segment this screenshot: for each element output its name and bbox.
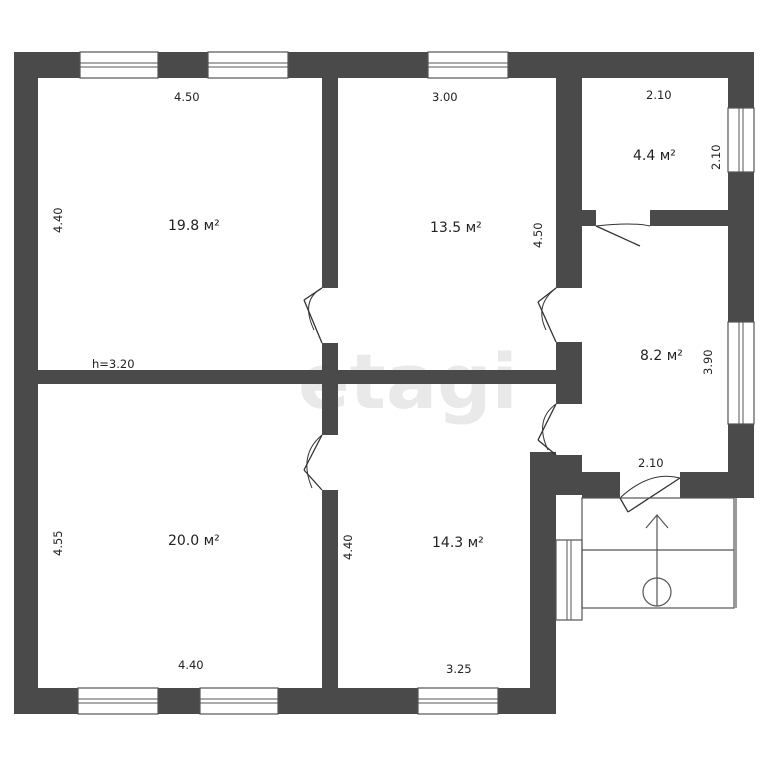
entrance-porch	[581, 497, 737, 609]
door-arc-room2	[541, 287, 557, 331]
window-bottom-3	[417, 687, 499, 715]
window-right-2	[727, 321, 755, 425]
room5-height: 4.55	[51, 530, 65, 556]
room4-area: 8.2 м²	[640, 348, 683, 364]
wall-wc-bottom	[650, 210, 728, 226]
wall-horizontal	[38, 370, 556, 384]
room1-height: 4.40	[51, 207, 65, 233]
room1-width: 4.50	[174, 90, 200, 104]
window-top-1	[79, 51, 159, 79]
wall-right-lower	[530, 452, 556, 714]
room-labels: 4.50 4.40 19.8 м² h=3.20 3.00 4.50 13.5 …	[51, 88, 723, 676]
room3-height: 2.10	[709, 144, 723, 170]
room6-height: 4.40	[341, 534, 355, 560]
window-bottom-1	[77, 687, 159, 715]
window-right-1	[727, 107, 755, 173]
room1-area: 19.8 м²	[168, 218, 220, 234]
wall-wc-stub-left	[582, 210, 596, 226]
room6-area: 14.3 м²	[432, 535, 484, 551]
door-arc-room1	[308, 287, 323, 331]
windows	[77, 51, 755, 715]
room4-width: 2.10	[638, 456, 664, 470]
room4-height: 3.90	[701, 349, 715, 375]
window-bottom-2	[199, 687, 279, 715]
room5-area: 20.0 м²	[168, 533, 220, 549]
room2-width: 3.00	[432, 90, 458, 104]
door-arc-room6	[542, 403, 557, 451]
door-arc-entry	[619, 475, 681, 499]
wall-right-inner-pillar	[556, 342, 582, 404]
room2-area: 13.5 м²	[430, 220, 482, 236]
doors	[303, 223, 681, 513]
porch-outline	[581, 497, 735, 609]
wall-right-inner-upper	[556, 78, 582, 288]
door-arc-wc	[595, 223, 651, 227]
window-top-2	[207, 51, 289, 79]
wall-hall-bottom-right	[680, 472, 754, 498]
ceiling-height: h=3.20	[92, 357, 135, 371]
wall-left	[14, 52, 38, 714]
wall-hall-bottom-left	[582, 472, 620, 498]
wall-right-inner-lower	[556, 455, 582, 495]
wall-mid-lower	[322, 490, 338, 688]
door-arc-room5	[306, 434, 323, 489]
room3-area: 4.4 м²	[633, 148, 676, 164]
room6-width: 3.25	[446, 662, 472, 676]
wall-mid-middle	[322, 343, 338, 435]
entry-arrow-head	[645, 514, 669, 529]
window-vestibule	[555, 539, 583, 621]
room5-width: 4.40	[178, 658, 204, 672]
window-top-3	[427, 51, 509, 79]
room3-width: 2.10	[646, 88, 672, 102]
room2-height: 4.50	[531, 222, 545, 248]
wall-mid-upper	[322, 78, 338, 288]
